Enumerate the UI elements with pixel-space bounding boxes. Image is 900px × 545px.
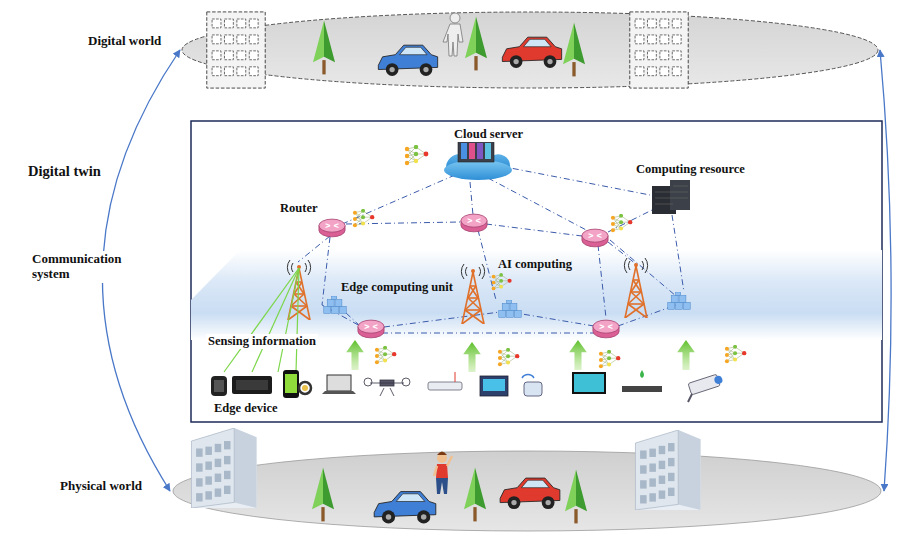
component-label: Edge computing unit — [339, 280, 455, 295]
digital-twin-frame — [190, 120, 883, 423]
physical-world: Physical world — [170, 448, 884, 534]
component-label: Edge device — [212, 401, 280, 416]
component-label: Computing resource — [634, 162, 747, 177]
node-heading: Digital twin — [26, 162, 103, 181]
node-heading: Digital world — [86, 33, 163, 50]
component-label: Router — [278, 201, 320, 216]
digital-world: Digital world — [180, 8, 880, 92]
component-label: AI computing — [496, 257, 574, 272]
node-subheading: Communication system — [30, 251, 146, 283]
digital-twin-frame: Digital twinCommunication system — [190, 120, 883, 423]
node-heading: Physical world — [58, 478, 144, 495]
physical-world-ellipse — [170, 448, 884, 534]
digital-world-ellipse — [180, 8, 880, 92]
component-label: Cloud server — [452, 127, 525, 142]
component-label: Sensing information — [206, 334, 318, 349]
